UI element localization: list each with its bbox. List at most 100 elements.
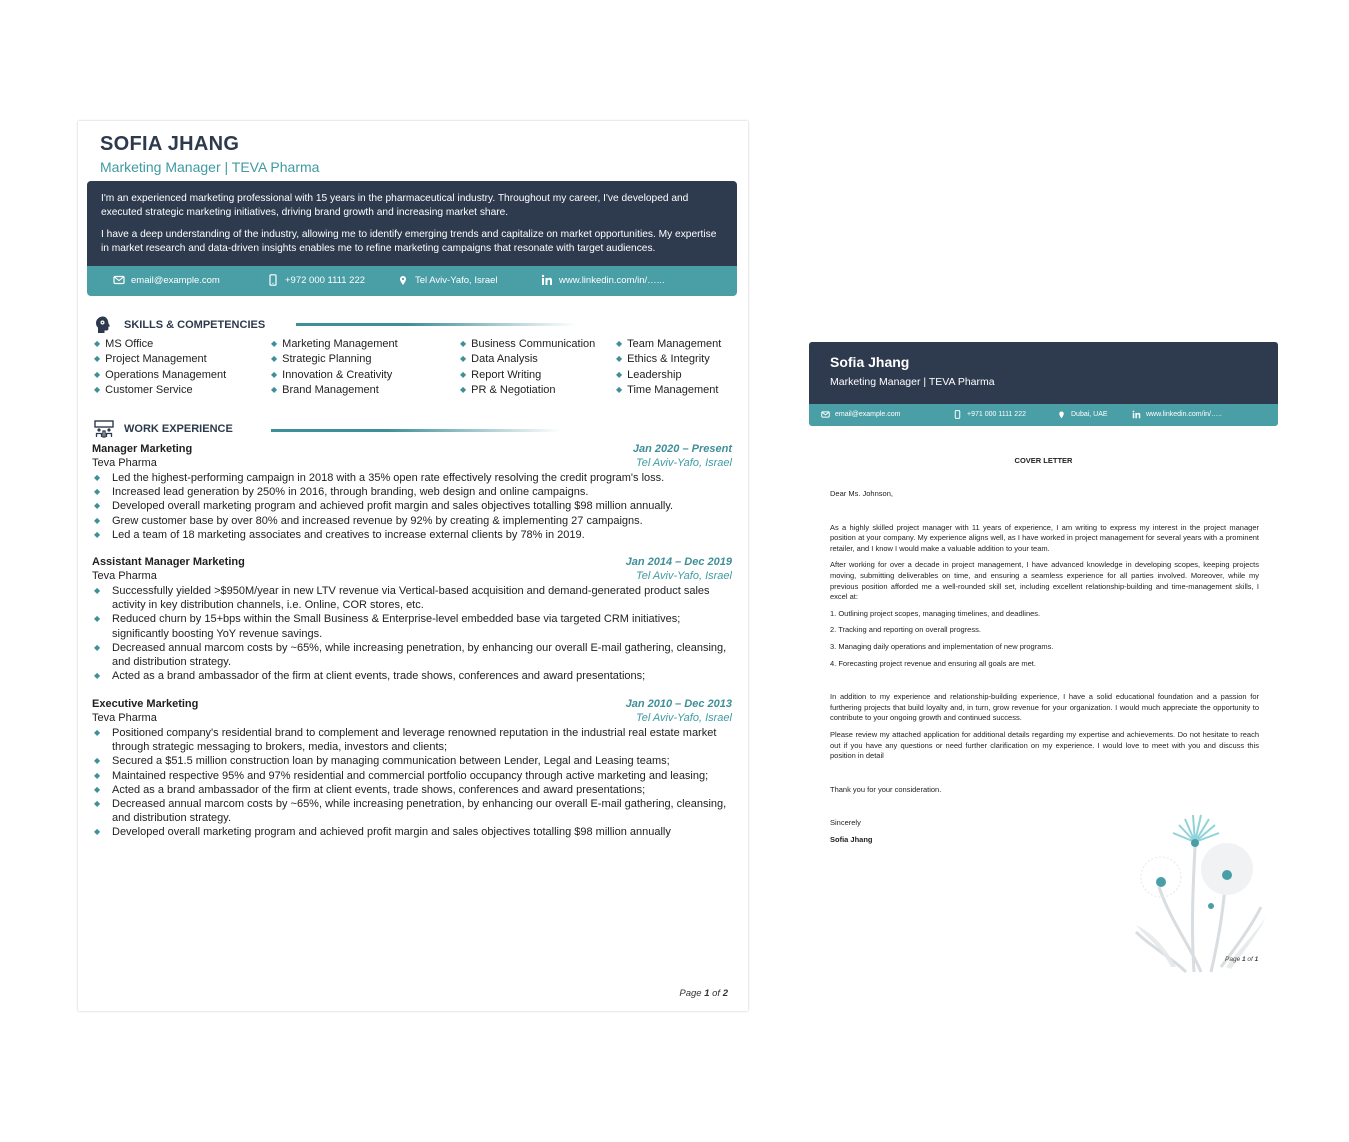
letter-list-item: 2. Tracking and reporting on overall pro…	[830, 625, 981, 635]
resume-title: Marketing Manager | TEVA Pharma	[100, 159, 320, 175]
cover-letter-page: Sofia Jhang Marketing Manager | TEVA Pha…	[809, 342, 1278, 982]
skills-heading-text: SKILLS & COMPETENCIES	[124, 319, 266, 331]
skill-item: ◆Brand Management	[271, 383, 379, 396]
skill-item: ◆Business Communication	[460, 338, 596, 350]
work-heading-text: WORK EXPERIENCE	[124, 423, 233, 435]
bullet-item: Reduced churn by 15+bps within the Small…	[92, 612, 732, 640]
job-dates: Jan 2020 – Present	[632, 443, 732, 455]
job-location: Tel Aviv-Yafo, Israel	[636, 712, 732, 724]
letter-list-item: 1. Outlining project scopes, managing ti…	[830, 608, 1041, 618]
job-bullets: Positioned company's residential brand t…	[92, 726, 732, 840]
skill-item: ◆Team Management	[616, 338, 722, 350]
contact-linkedin: www.linkedin.com/in/…...	[541, 274, 665, 286]
bullet-item: Increased lead generation by 250% in 201…	[92, 485, 732, 499]
job-company: Teva Pharma	[92, 570, 157, 582]
job-dates: Jan 2014 – Dec 2019	[625, 556, 732, 568]
location-icon	[1059, 411, 1064, 419]
skill-item: ◆Report Writing	[460, 368, 542, 381]
location-text: Dubai, UAE	[1071, 411, 1108, 418]
bullet-item: Developed overall marketing program and …	[92, 499, 732, 513]
skill-item: ◆Time Management	[616, 383, 719, 396]
page-number: Page 1 of 1	[1225, 956, 1259, 963]
skill-item: ◆Innovation & Creativity	[271, 368, 393, 381]
bullet-item: Developed overall marketing program and …	[92, 825, 732, 839]
contact-linkedin: www.linkedin.com/in/…..	[1132, 410, 1222, 419]
email-icon	[821, 411, 830, 418]
job-title: Assistant Manager Marketing	[92, 556, 245, 568]
dandelion-illustration	[1134, 814, 1266, 974]
job-location: Tel Aviv-Yafo, Israel	[636, 457, 732, 469]
contact-location: Tel Aviv-Yafo, Israel	[397, 274, 498, 286]
salutation: Dear Ms. Johnson,	[830, 489, 893, 498]
skill-item: ◆Customer Service	[94, 383, 193, 396]
bullet-item: Acted as a brand ambassador of the firm …	[92, 783, 732, 797]
cover-name: Sofia Jhang	[830, 354, 910, 370]
linkedin-text: www.linkedin.com/in/…...	[559, 274, 665, 286]
phone-icon	[954, 410, 961, 419]
resume-page: SOFIA JHANG Marketing Manager | TEVA Pha…	[78, 121, 748, 1011]
bullet-item: Positioned company's residential brand t…	[92, 726, 732, 754]
contact-location: Dubai, UAE	[1057, 410, 1108, 419]
cover-header: Sofia Jhang Marketing Manager | TEVA Pha…	[809, 342, 1278, 404]
bullet-item: Grew customer base by over 80% and incre…	[92, 514, 732, 528]
phone-icon	[269, 274, 277, 286]
contact-phone: +972 000 1111 222	[267, 274, 365, 286]
bullet-item: Secured a $51.5 million construction loa…	[92, 754, 732, 768]
summary-box: I'm an experienced marketing professiona…	[87, 181, 737, 269]
letter-paragraph: As a highly skilled project manager with…	[830, 522, 1259, 553]
team-icon	[94, 420, 114, 438]
summary-paragraph: I have a deep understanding of the indus…	[101, 229, 717, 254]
phone-text: +971 000 1111 222	[967, 411, 1026, 418]
skill-item: ◆Project Management	[94, 353, 207, 366]
letter-list-item: 3. Managing daily operations and impleme…	[830, 641, 1054, 651]
contact-bar: email@example.com +972 000 1111 222 Tel …	[87, 266, 737, 296]
skill-column: ◆Business Communication ◆Data Analysis ◆…	[460, 337, 595, 398]
phone-text: +972 000 1111 222	[285, 274, 366, 286]
skill-item: ◆MS Office	[94, 338, 154, 350]
linkedin-text: www.linkedin.com/in/…..	[1146, 411, 1222, 418]
email-icon	[113, 275, 125, 285]
location-text: Tel Aviv-Yafo, Israel	[415, 274, 498, 286]
bullet-item: Led a team of 18 marketing associates an…	[92, 528, 732, 542]
linkedin-icon	[541, 274, 552, 285]
letter-paragraph: After working for over a decade in proje…	[830, 560, 1259, 602]
email-text: email@example.com	[131, 274, 220, 286]
skill-item: ◆Data Analysis	[460, 353, 538, 366]
head-icon	[96, 316, 110, 333]
skills-divider	[296, 323, 576, 326]
skill-column: ◆Marketing Management ◆Strategic Plannin…	[271, 337, 398, 398]
resume-name: SOFIA JHANG	[100, 133, 240, 155]
cover-letter-heading: COVER LETTER	[1014, 456, 1073, 465]
letter-paragraph: In addition to my experience and relatio…	[830, 692, 1259, 723]
bullet-item: Acted as a brand ambassador of the firm …	[92, 669, 732, 683]
linkedin-icon	[1132, 410, 1141, 419]
job-location: Tel Aviv-Yafo, Israel	[636, 570, 732, 582]
page-number: Page 1 of 2	[679, 988, 728, 999]
skill-item: ◆Operations Management	[94, 368, 227, 381]
bullet-item: Decreased annual marcom costs by ~65%, w…	[92, 641, 732, 669]
work-heading: WORK EXPERIENCE	[94, 419, 233, 439]
job-bullets: Successfully yielded >$950M/year in new …	[92, 584, 732, 684]
bullet-item: Decreased annual marcom costs by ~65%, w…	[92, 797, 732, 825]
summary-paragraph: I'm an experienced marketing professiona…	[101, 193, 689, 218]
skill-column: ◆Team Management ◆Ethics & Integrity ◆Le…	[616, 337, 721, 398]
letter-closing: Sincerely	[830, 818, 861, 828]
letter-paragraph: Please review my attached application fo…	[830, 729, 1259, 761]
job-company: Teva Pharma	[92, 712, 157, 724]
job-title: Manager Marketing	[92, 443, 193, 455]
skill-item: ◆Ethics & Integrity	[616, 353, 710, 366]
cover-letter-body: Dear Ms. Johnson, As a highly skilled pr…	[830, 489, 1259, 845]
skill-item: ◆Leadership	[616, 368, 682, 381]
letter-list-item: 4. Forecasting project revenue and ensur…	[830, 658, 1036, 668]
skill-item: ◆Marketing Management	[271, 338, 398, 350]
job-title: Executive Marketing	[92, 698, 199, 710]
skill-item: ◆PR & Negotiation	[460, 383, 556, 396]
location-icon	[400, 276, 406, 285]
contact-email: email@example.com	[113, 274, 220, 286]
contact-email: email@example.com	[821, 410, 900, 419]
job-dates: Jan 2010 – Dec 2013	[625, 698, 732, 710]
skills-heading: SKILLS & COMPETENCIES	[94, 315, 265, 335]
job-bullets: Led the highest-performing campaign in 2…	[92, 471, 732, 542]
skill-item: ◆Strategic Planning	[271, 353, 372, 366]
letter-thanks: Thank you for your consideration.	[830, 784, 942, 794]
